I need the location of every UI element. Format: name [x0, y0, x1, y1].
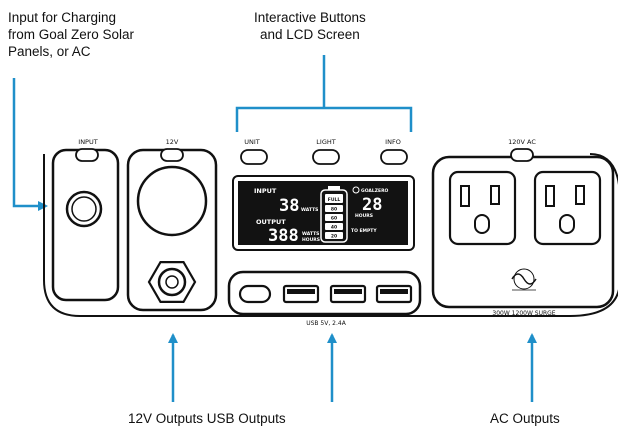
lcd-battery-segment: [325, 214, 343, 221]
input-label: INPUT: [78, 138, 97, 146]
device-outline: [43, 153, 618, 317]
lcd-to-empty: TO EMPTY: [351, 228, 377, 234]
ac-outlet-2-slot: [545, 185, 555, 207]
ac-outlet-2-slot: [575, 185, 585, 205]
buttons-bracket: [235, 55, 413, 132]
twelve-v-label: 12V: [166, 138, 179, 146]
ac-rating: 300W 1200W SURGE: [492, 310, 555, 317]
ac-outputs-callout: AC Outputs: [490, 411, 560, 426]
buttons-lcd-callout: Interactive Buttons and LCD Screen: [254, 9, 366, 43]
lcd-battery-segment: [325, 223, 343, 230]
light-label: LIGHT: [316, 138, 335, 146]
lcd-output-value: 388: [268, 226, 299, 246]
unit-button[interactable]: [240, 149, 268, 165]
usb-port-2-tongue: [334, 289, 362, 294]
info-button[interactable]: [380, 149, 408, 165]
lcd-input-label: INPUT: [254, 187, 277, 195]
ac-outlet-1-slot: [490, 185, 500, 205]
usb-port-3-tongue: [380, 289, 408, 294]
callout-line: Interactive Buttons: [254, 10, 366, 25]
lcd-battery-segment-label: 60: [331, 216, 337, 222]
lcd-input-value: 38: [279, 196, 299, 216]
sine-wave-icon: [511, 268, 537, 291]
lcd-battery-segment-label: 20: [331, 234, 337, 240]
input-indicator: [75, 148, 99, 162]
usb-c-port[interactable]: [238, 284, 272, 304]
lcd-hours-value: 28: [362, 195, 382, 215]
input-arrow: [12, 78, 48, 211]
ac-label: 120V AC: [508, 138, 536, 146]
lcd-screen: [238, 181, 408, 245]
usb-panel: [227, 270, 422, 316]
lcd-battery-full-segment: [325, 194, 343, 203]
callout-line: Panels, or AC: [8, 44, 91, 59]
ac-indicator: [510, 148, 534, 162]
lcd-input-unit: WATTS: [301, 207, 318, 213]
ac-outlet-2-ground: [559, 214, 575, 234]
ac-outlet-1-slot: [460, 185, 470, 207]
lcd-battery-cap: [328, 186, 340, 190]
lcd-battery-segment: [325, 205, 343, 212]
lcd-battery-frame: [320, 189, 348, 243]
lcd-output-label: OUTPUT: [256, 218, 286, 226]
twelve-v-hex-port-center: [165, 275, 179, 289]
light-button[interactable]: [312, 149, 340, 165]
lcd-battery-segment-label: 80: [331, 207, 337, 213]
usb-port-1-tongue: [287, 289, 315, 294]
info-label: INFO: [385, 138, 401, 146]
callout-line: and LCD Screen: [260, 27, 360, 42]
lcd-battery-segment: [325, 232, 343, 239]
twelve-v-car-port[interactable]: [136, 165, 208, 237]
usb-label: USB 5V, 2.4A: [306, 320, 347, 327]
input-port-inner: [71, 196, 97, 222]
input-charging-callout: Input for Charging from Goal Zero Solar …: [8, 9, 134, 60]
outputs-12v-usb-callout: 12V Outputs USB Outputs: [128, 411, 286, 426]
lcd-battery-full: FULL: [328, 197, 341, 203]
callout-line: Input for Charging: [8, 10, 117, 25]
lcd-output-unit-hours: HOURS: [302, 237, 320, 243]
lcd-output-unit-watts: WATTS: [302, 231, 319, 237]
unit-label: UNIT: [244, 138, 260, 146]
twelve-v-indicator: [160, 148, 184, 162]
lcd-battery-segment-label: 40: [331, 225, 337, 231]
lcd-brand: GOALZERO: [361, 188, 389, 194]
lcd-hours-label: HOURS: [355, 213, 373, 219]
ac-outlet-1-ground: [474, 214, 490, 234]
goal-zero-logo-icon: [352, 186, 360, 194]
callout-line: from Goal Zero Solar: [8, 27, 135, 42]
